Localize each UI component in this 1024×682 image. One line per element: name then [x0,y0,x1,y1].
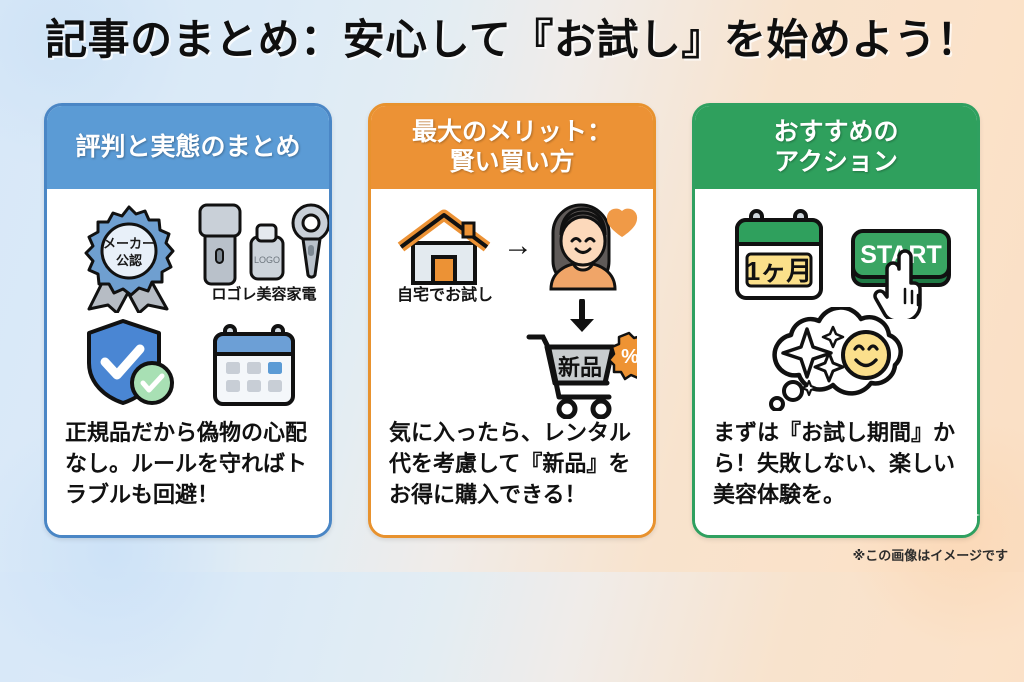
card-merit-body: 自宅でお試し → [371,189,653,535]
device-logo-text: LOGO [254,255,280,265]
smiley-face-icon [841,330,891,380]
calendar-1month-icon: 1ヶ月 [735,209,823,300]
shopping-cart-icon: 新品 % [526,331,637,419]
badge-line2: 公認 [116,253,142,268]
card-merit-heading-line1: 最大のメリット： [411,118,612,146]
card-summary-heading: 評判と実態のまとめ [47,106,329,189]
beauty-device-icon: LOGO [198,203,329,286]
sparkle-icon [781,325,845,397]
card-action-heading: おすすめの アクション [695,106,977,189]
arrow-down-icon [570,299,594,332]
page-title: 記事のまとめ：安心して『お試し』を始めよう！ [45,16,979,63]
card-action-caption: まずは『お試し期間』から！失敗しない、楽しい美容体験を。 [713,420,956,508]
ribbon-badge-icon: メーカー 公認 [84,205,175,313]
start-button-icon[interactable]: START [849,219,965,319]
arrow-right-icon: → [503,229,533,262]
house-label: 自宅でお試し [396,287,493,304]
shield-check-icon [87,319,174,405]
card-summary-body: メーカー 公認 LOGO ロゴレ美容家電 [47,189,329,535]
card-summary-art: メーカー 公認 LOGO ロゴレ美容家電 [61,199,329,417]
card-action-body: 1ヶ月 START [695,189,977,535]
summary-cards: 評判と実態のまとめ メーカー 公認 [44,103,980,538]
badge-line1: メーカー [103,236,155,251]
discount-symbol: % [621,346,637,368]
house-icon [397,209,491,285]
card-merit: 最大のメリット： 賢い買い方 自宅でお試し → [368,103,656,538]
cart-label: 新品 [558,355,602,380]
page-title-container: 記事のまとめ：安心して『お試し』を始めよう！ [0,16,1024,64]
card-merit-caption: 気に入ったら、レンタル代を考慮して『新品』をお得に購入できる！ [389,420,632,508]
card-action-heading-line2: アクション [774,147,898,176]
card-action-art: 1ヶ月 START [709,199,963,417]
thought-bubble-icon [769,307,903,411]
happy-woman-icon [549,203,638,291]
card-merit-heading-line2: 賢い買い方 [449,147,575,176]
card-action: おすすめの アクション 1ヶ月 START [692,103,980,538]
hand-cursor-icon [873,249,922,319]
device-label: ロゴレ美容家電 [211,286,317,303]
calendar-month-text: 1ヶ月 [746,256,812,286]
calendar-icon [213,324,295,406]
card-summary-caption: 正規品だから偽物の心配なし。ルールを守ればトラブルも回避！ [65,420,308,508]
card-merit-art: 自宅でお試し → [385,199,639,419]
card-merit-heading: 最大のメリット： 賢い買い方 [371,106,653,189]
footnote: ※この画像はイメージです [852,548,1008,563]
card-action-heading-line1: おすすめの [773,118,899,146]
card-summary: 評判と実態のまとめ メーカー 公認 [44,103,332,538]
